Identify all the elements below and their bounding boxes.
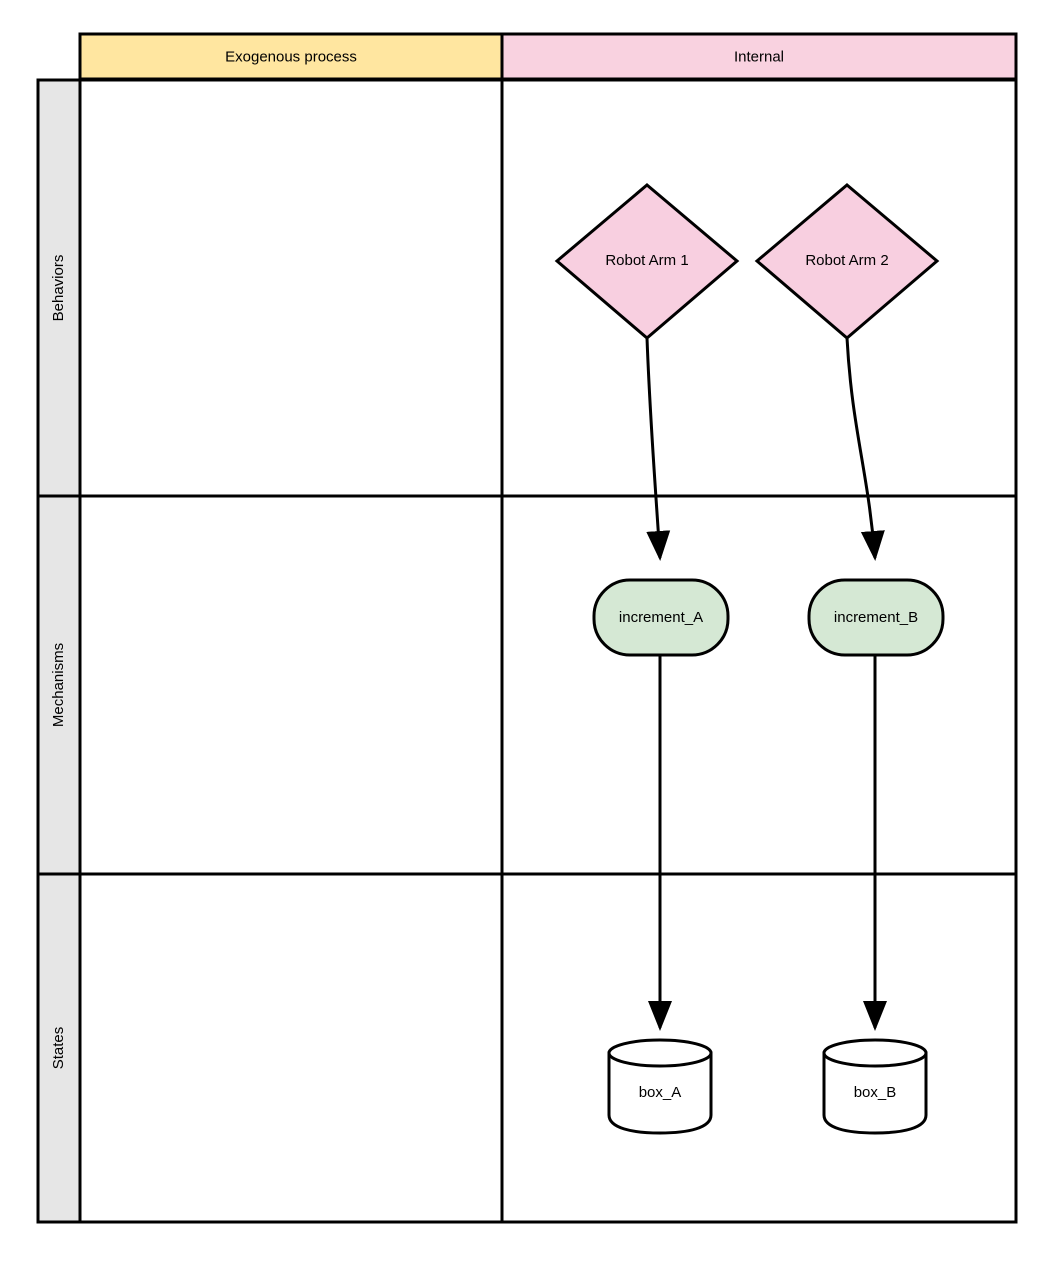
box-b-cylinder-body[interactable]	[822, 1051, 928, 1135]
edge-robot-arm-2-to-increment-b	[845, 337, 885, 561]
node-robot-arm-1[interactable]: Robot Arm 1	[554, 183, 740, 340]
grid-lines	[36, 34, 1018, 1224]
box-b-cylinder-top	[822, 1038, 928, 1068]
increment-a-label: increment_A	[619, 609, 703, 626]
edge-robot-arm-1-to-increment-a	[645, 337, 671, 561]
box-b-label: box_B	[854, 1084, 897, 1101]
robot-arm-2-label: Robot Arm 2	[805, 252, 888, 269]
box-a-cylinder-top	[607, 1038, 713, 1068]
row-label-behaviors-text: Behaviors	[50, 255, 67, 322]
edges-layer	[645, 337, 887, 1031]
column-header-exogenous-label: Exogenous process	[225, 48, 357, 65]
box-a-cylinder-body[interactable]	[607, 1051, 713, 1135]
robot-arm-1-diamond-shape[interactable]	[554, 183, 740, 340]
robot-arm-1-label: Robot Arm 1	[605, 252, 688, 269]
node-box-b[interactable]: box_B	[822, 1038, 928, 1135]
increment-b-label: increment_B	[834, 609, 918, 626]
robot-arm-2-diamond-shape[interactable]	[754, 183, 940, 340]
box-a-label: box_A	[639, 1084, 682, 1101]
node-box-a[interactable]: box_A	[607, 1038, 713, 1135]
column-header-internal-label: Internal	[734, 48, 784, 65]
row-label-states-text: States	[50, 1027, 67, 1070]
node-increment-a[interactable]: increment_A	[592, 578, 730, 657]
increment-a-shape[interactable]	[592, 578, 730, 657]
node-robot-arm-2[interactable]: Robot Arm 2	[754, 183, 940, 340]
row-label-mechanisms-text: Mechanisms	[50, 643, 67, 727]
column-headers: Exogenous process Internal	[78, 32, 1018, 81]
increment-b-shape[interactable]	[807, 578, 945, 657]
row-labels: Behaviors Mechanisms States	[36, 78, 82, 1224]
node-increment-b[interactable]: increment_B	[807, 578, 945, 657]
cell-exogenous-all	[80, 80, 502, 1222]
